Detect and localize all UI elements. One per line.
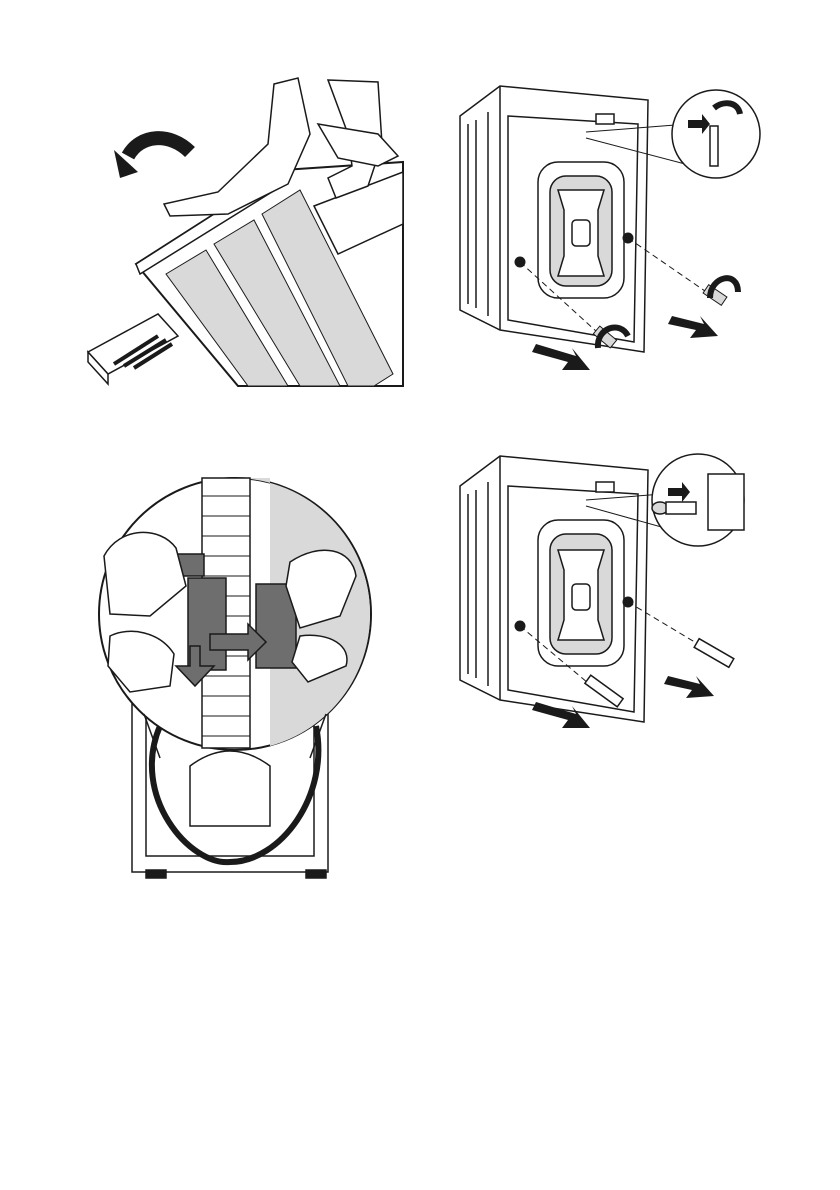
- figure-remove-transit-bolts: [448, 80, 768, 390]
- wrench-icon: [710, 126, 718, 166]
- washing-machine-tilted: [136, 162, 403, 386]
- washing-machine-rear: [460, 86, 648, 352]
- figure-release-hose-clip: [90, 466, 380, 880]
- plug-icon: [666, 502, 696, 514]
- remove-bolts-illustration: [448, 80, 768, 390]
- tilt-machine-illustration: [78, 74, 408, 390]
- insert-plugs-illustration: [448, 450, 768, 750]
- washing-machine-rear: [460, 456, 648, 722]
- figure-insert-plastic-plugs: [448, 450, 768, 750]
- figure-tilt-machine: [78, 74, 408, 390]
- tilt-arrow-icon: [114, 138, 190, 178]
- hose-clip-illustration: [90, 466, 380, 880]
- base-panel: [88, 314, 178, 384]
